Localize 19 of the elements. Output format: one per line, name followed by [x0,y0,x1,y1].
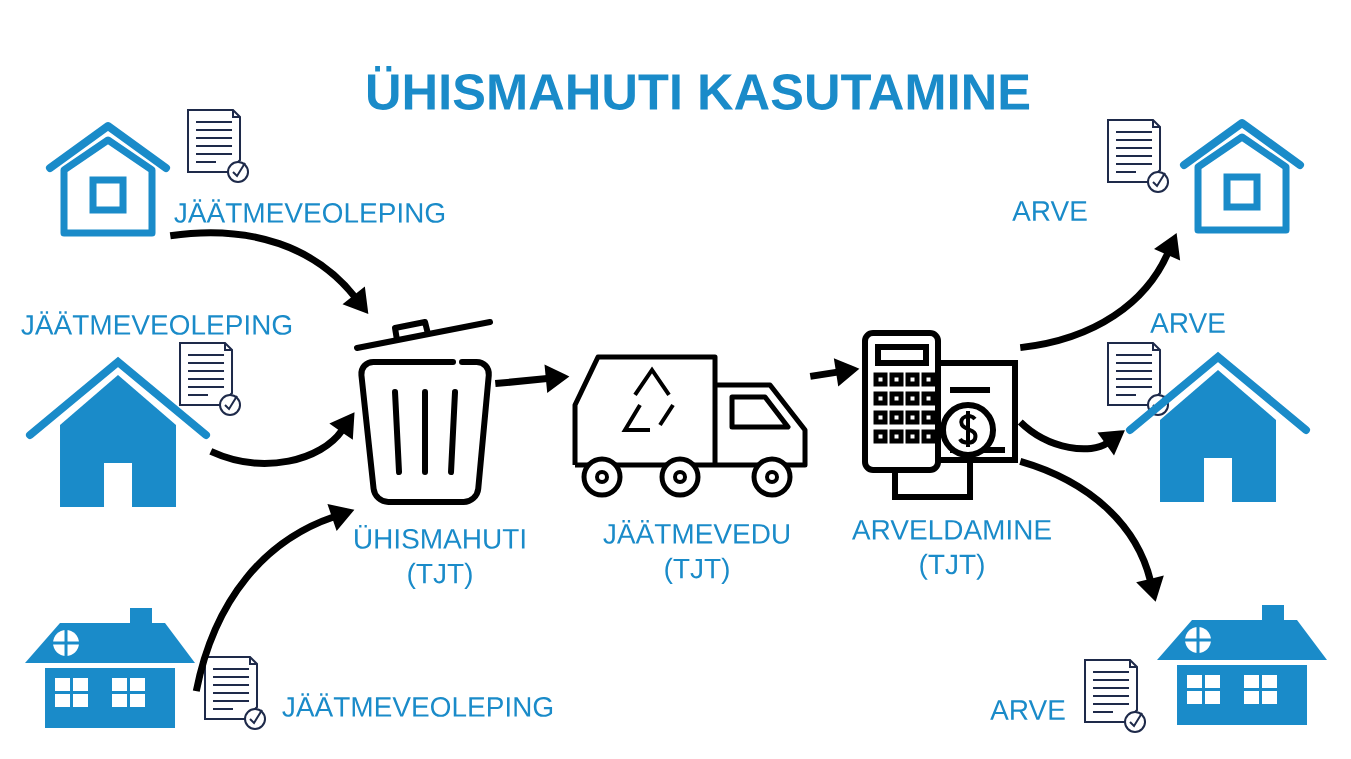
house-icon [46,122,170,237]
house-icon [1180,119,1304,234]
node-label: ÜHISMAHUTI (TJT) [355,525,525,589]
house-icon [25,608,195,728]
node-label: JÄÄTMEVEOLEPING [21,311,292,335]
node-label: ARVE [1150,313,1225,333]
node-label: JÄÄTMEVEOLEPING [174,199,445,223]
house-icon [1157,605,1327,725]
node-label: JÄÄTMEVEOLEPING [282,693,553,717]
node-label: JÄÄTMEVEDU (TJT) [603,520,789,584]
node-label: ARVE [1012,201,1087,221]
node-label: ARVE [990,700,1065,720]
trash-bin-icon [354,319,493,505]
house-icon [1126,351,1310,503]
node-label: ARVELDAMINE (TJT) [851,520,1051,580]
title: ÜHISMAHUTI KASUTAMINE [368,66,1030,110]
garbage-truck-icon [572,354,808,498]
calculator-icon [862,330,1018,500]
house-icon [26,356,210,508]
